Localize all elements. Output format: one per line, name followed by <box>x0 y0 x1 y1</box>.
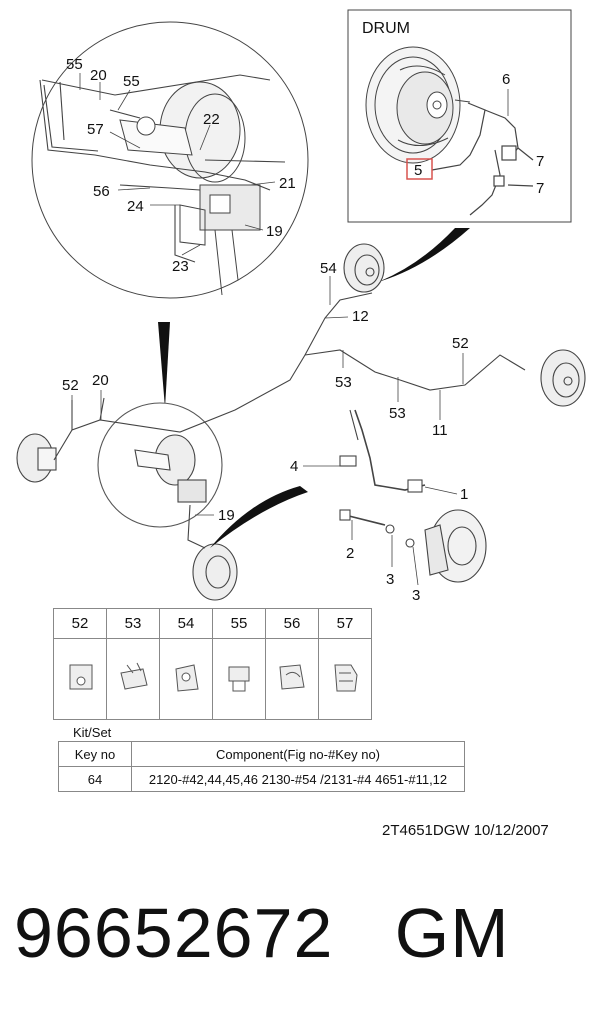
parts-header-row: 52 53 54 55 56 57 <box>53 608 372 639</box>
front-left-brake-icon <box>16 433 57 483</box>
inset-callout-55a: 55 <box>66 56 83 73</box>
inset-callout-24: 24 <box>127 198 144 215</box>
leader-lines <box>71 276 464 586</box>
brake-lines-icon <box>39 74 286 263</box>
kit-row-key: 64 <box>58 766 132 792</box>
rear-drum-right-icon <box>540 349 586 407</box>
callout-3a: 3 <box>386 571 394 588</box>
clip-52-icon <box>69 664 93 690</box>
callout-54: 54 <box>320 260 337 277</box>
callout-1: 1 <box>460 486 468 503</box>
inset-pointer-icon <box>158 322 170 408</box>
inset-callout-57: 57 <box>87 121 104 138</box>
clip-57-icon <box>334 664 358 692</box>
lower-pointer-icon <box>210 486 308 548</box>
callout-52-left: 52 <box>62 377 79 394</box>
parts-key-57: 57 <box>318 608 372 639</box>
drum-brake-hose-icon <box>431 102 534 216</box>
parts-key-53: 53 <box>106 608 160 639</box>
drum-pointer-icon <box>378 228 470 282</box>
front-right-brake-icon <box>192 543 238 601</box>
clip-54-icon <box>175 664 199 692</box>
callout-4: 4 <box>290 458 298 475</box>
kit-row-component: 2120-#42,44,45,46 2130-#54 /2131-#4 4651… <box>131 766 465 792</box>
kit-table: Key no Component(Fig no-#Key no) 64 2120… <box>58 741 465 792</box>
inset-callout-55b: 55 <box>123 73 140 90</box>
drum-title: DRUM <box>362 20 410 37</box>
main-brake-layout <box>16 243 586 601</box>
callout-3b: 3 <box>412 587 420 604</box>
inset-callout-23: 23 <box>172 258 189 275</box>
callout-19: 19 <box>218 507 235 524</box>
part-number: 96652672 GM <box>14 894 510 972</box>
drawing-reference: 2T4651DGW 10/12/2007 <box>382 822 549 839</box>
master-cylinder-icon <box>119 81 261 296</box>
front-disc-icon <box>424 509 487 583</box>
drum-backing-plate-icon <box>365 46 471 164</box>
callout-20: 20 <box>92 372 109 389</box>
booster-small-icon <box>97 402 223 528</box>
inset-callout-22: 22 <box>203 111 220 128</box>
callout-52-right: 52 <box>452 335 469 352</box>
drum-callout-7b: 7 <box>536 180 544 197</box>
callout-53b: 53 <box>389 405 406 422</box>
drum-callout-7a: 7 <box>536 153 544 170</box>
highlight-box <box>406 158 433 180</box>
kit-header-row: Key no Component(Fig no-#Key no) <box>58 741 465 767</box>
callout-53a: 53 <box>335 374 352 391</box>
parts-key-55: 55 <box>212 608 266 639</box>
kit-label: Kit/Set <box>73 725 112 740</box>
kit-row: 64 2120-#42,44,45,46 2130-#54 /2131-#4 4… <box>58 766 465 792</box>
clip-53-icon <box>120 662 148 690</box>
drum-callout-6: 6 <box>502 71 510 88</box>
kit-header-key: Key no <box>58 741 132 767</box>
parts-key-56: 56 <box>265 608 319 639</box>
parts-image-row <box>53 638 372 720</box>
master-cylinder-inset: 55 20 55 57 22 21 56 24 19 23 <box>31 21 309 408</box>
kit-header-component: Component(Fig no-#Key no) <box>131 741 465 767</box>
clip-55-icon <box>228 666 250 692</box>
inset-callout-19: 19 <box>266 223 283 240</box>
parts-table: 52 53 54 55 56 57 <box>53 608 372 720</box>
callout-11: 11 <box>432 422 448 439</box>
callout-2: 2 <box>346 545 354 562</box>
callout-12: 12 <box>352 308 369 325</box>
parts-key-52: 52 <box>53 608 107 639</box>
inset-callout-21: 21 <box>279 175 296 192</box>
inset-callout-56: 56 <box>93 183 110 200</box>
parts-key-54: 54 <box>159 608 213 639</box>
drum-callout-5: 5 <box>414 162 422 179</box>
rear-drum-upper-icon <box>343 243 385 293</box>
clip-56-icon <box>279 664 305 690</box>
drum-inset: DRUM 5 6 7 7 <box>347 9 572 282</box>
inset-callout-20: 20 <box>90 67 107 84</box>
